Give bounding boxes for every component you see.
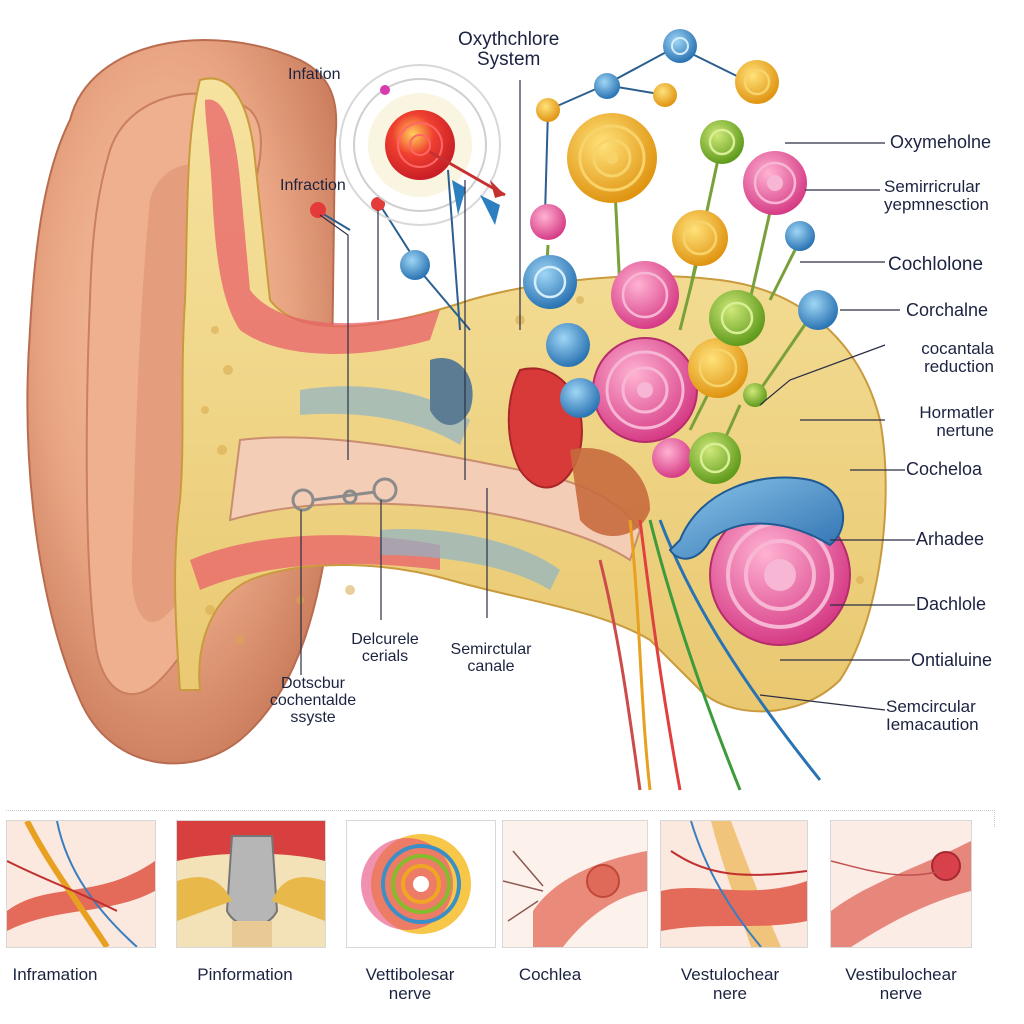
panel-vettibolesar-image	[346, 820, 496, 948]
label-cocheloa: Cocheloa	[906, 459, 983, 479]
blue-node-3	[523, 255, 577, 309]
label-ontialuine: Ontialuine	[911, 650, 993, 670]
blue-node-5	[560, 378, 600, 418]
blue-node-8	[400, 250, 430, 280]
gold-node-small-2	[653, 83, 677, 107]
pink-node-low	[652, 438, 692, 478]
panel-pinformation-image	[176, 820, 326, 948]
ear-canal	[228, 386, 642, 590]
panel-label-pinformation: Pinformation	[197, 965, 293, 984]
strip-frame	[6, 810, 995, 827]
gold-node-top	[735, 60, 779, 104]
pink-node-small	[530, 204, 566, 240]
leader-lines	[300, 80, 915, 711]
gold-node-mid	[672, 210, 728, 266]
pink-node-mid	[611, 261, 679, 329]
blue-node-4	[546, 323, 590, 367]
gold-node-large	[567, 113, 657, 203]
green-node-mid	[709, 290, 765, 346]
panel-vestulochear-image	[660, 820, 808, 948]
ossicles	[291, 477, 398, 512]
label-cochlolone: Cochlolone	[888, 254, 984, 275]
green-node-top	[700, 120, 744, 164]
blue-node-6	[785, 221, 815, 251]
blue-node-2	[594, 73, 620, 99]
label-infraction: Infraction	[280, 177, 346, 194]
panel-label-cochlea: Cochlea	[518, 965, 582, 984]
red-pin-1	[310, 202, 326, 218]
label-infation: Infation	[288, 66, 341, 83]
label-corchalne: Corchalne	[906, 300, 989, 320]
cochlea-coil	[709, 504, 851, 646]
red-pin-2	[371, 197, 385, 211]
inflammation-target	[339, 64, 506, 331]
label-arhadee: Arhadee	[916, 529, 985, 549]
vestibule-coil	[592, 337, 698, 443]
blue-node-7	[798, 290, 838, 330]
panel-inframation-image	[6, 820, 156, 948]
panel-label-inframation: Inframation	[12, 965, 98, 984]
gold-node-right	[688, 338, 748, 398]
ear-illustration	[26, 29, 915, 791]
blue-node-top	[663, 29, 697, 63]
gold-node-small	[536, 98, 560, 122]
green-node-low	[689, 432, 741, 484]
panel-cochlea-image	[502, 820, 648, 948]
label-dachlole: Dachlole	[916, 594, 987, 614]
semicircular-canal	[668, 476, 844, 560]
green-node-small	[743, 383, 767, 407]
pink-node-top	[743, 151, 807, 215]
panel-vestibulochear-image	[830, 820, 972, 948]
label-oxymeholne: Oxymeholne	[890, 132, 992, 152]
balloon-nodes	[310, 29, 838, 484]
